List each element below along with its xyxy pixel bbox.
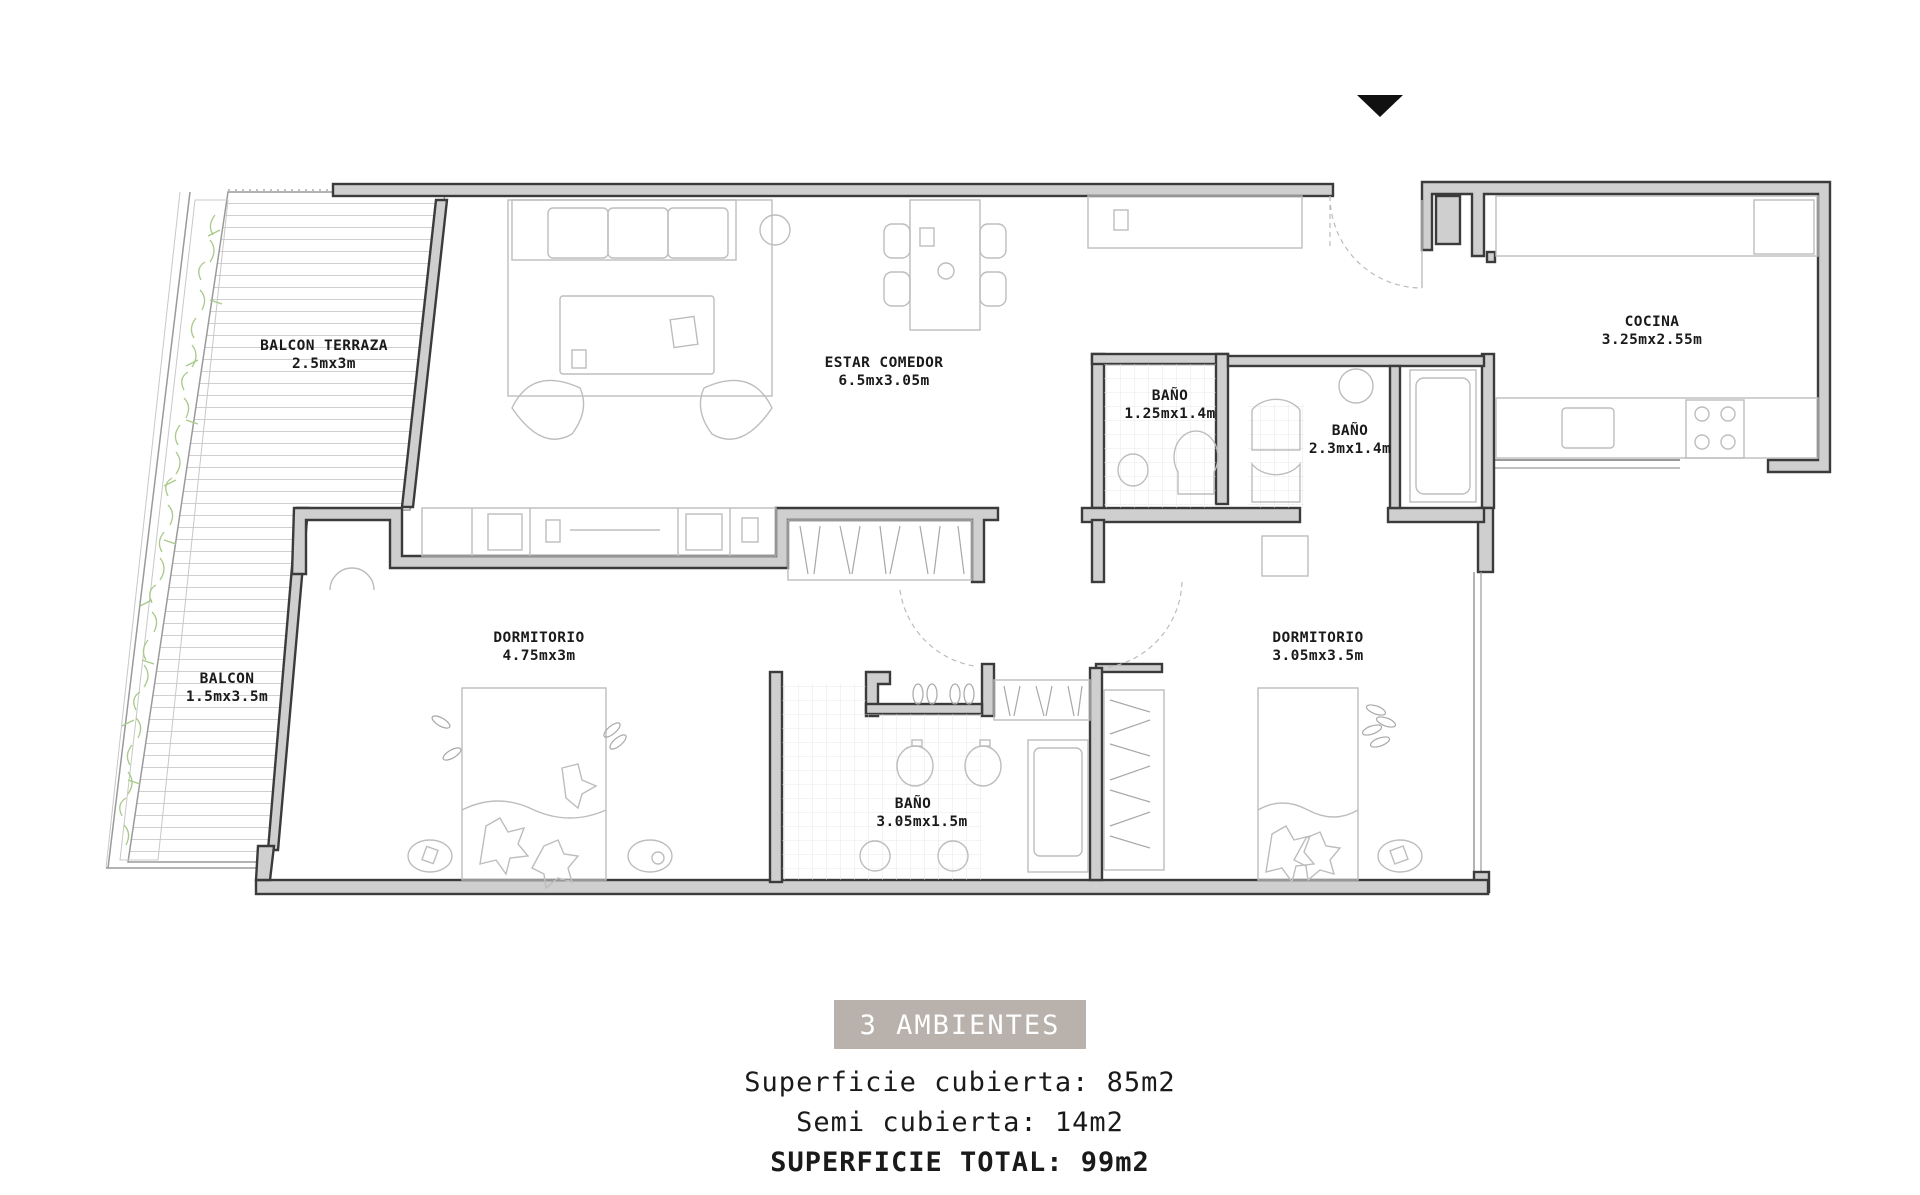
- total-area: SUPERFICIE TOTAL: 99m2: [770, 1147, 1150, 1178]
- room-size-dormitorio-left: 4.75mx3m: [502, 648, 575, 664]
- area-summary: 3 AMBIENTES Superficie cubierta: 85m2 Se…: [0, 1000, 1920, 1183]
- covered-area: Superficie cubierta: 85m2: [744, 1067, 1176, 1098]
- room-labels: BALCON TERRAZA 2.5mx3m ESTAR COMEDOR 6.5…: [186, 314, 1702, 830]
- kitchen-furniture: [1495, 195, 1819, 459]
- room-name-dormitorio-left: DORMITORIO: [493, 630, 584, 646]
- room-name-cocina: COCINA: [1625, 314, 1680, 330]
- room-size-balcon-terraza: 2.5mx3m: [292, 356, 356, 372]
- room-size-bano-bottom: 3.05mx1.5m: [876, 814, 967, 830]
- badge-wrap: 3 AMBIENTES: [0, 1000, 1920, 1049]
- room-name-bano-small: BAÑO: [1152, 387, 1189, 404]
- entrance-arrow-icon: [1357, 95, 1403, 117]
- room-size-dormitorio-right: 3.05mx3.5m: [1272, 648, 1363, 664]
- room-size-bano-small: 1.25mx1.4m: [1124, 406, 1215, 422]
- bedroom-furniture: [329, 567, 1423, 890]
- room-name-bano-bottom: BAÑO: [895, 795, 932, 812]
- ambientes-badge: 3 AMBIENTES: [833, 1000, 1087, 1049]
- room-name-balcon: BALCON: [200, 671, 255, 687]
- room-name-bano-mid: BAÑO: [1332, 422, 1369, 439]
- room-size-bano-mid: 2.3mx1.4m: [1309, 441, 1391, 457]
- room-size-balcon: 1.5mx3.5m: [186, 689, 268, 705]
- balcony-deck: [105, 189, 446, 869]
- closets: [787, 519, 1183, 871]
- room-size-estar-comedor: 6.5mx3.05m: [838, 373, 929, 389]
- room-name-dormitorio-right: DORMITORIO: [1272, 630, 1363, 646]
- walls: [254, 180, 1832, 896]
- room-name-estar-comedor: ESTAR COMEDOR: [825, 355, 944, 371]
- bathrooms: [782, 364, 1477, 880]
- room-size-cocina: 3.25mx2.55m: [1602, 332, 1702, 348]
- living-furniture: [421, 195, 1423, 557]
- semi-covered-area: Semi cubierta: 14m2: [796, 1107, 1124, 1138]
- room-name-balcon-terraza: BALCON TERRAZA: [260, 338, 388, 354]
